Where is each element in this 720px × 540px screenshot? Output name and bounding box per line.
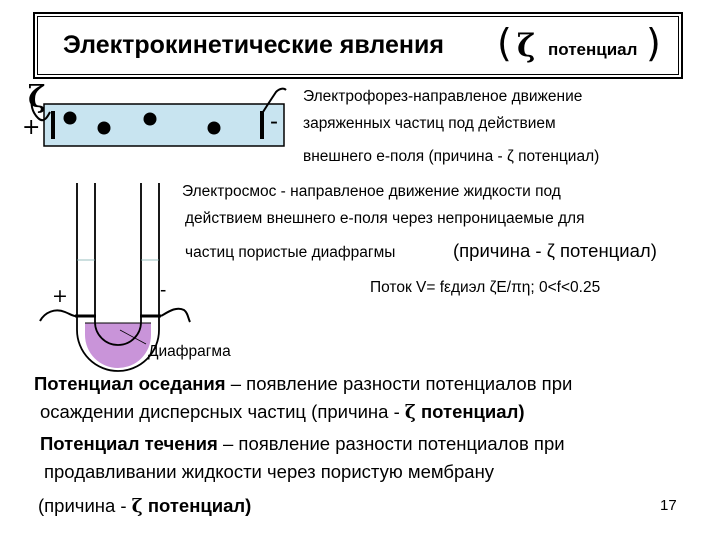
particle [97,121,111,135]
electrophoresis-cell [43,103,285,147]
u-tube-outer [76,183,160,372]
streaming-line2: продавливании жидкости через пористую ме… [44,461,495,482]
streaming-zeta: ζ [131,496,143,517]
flow-formula: Поток V= fεдиэл ζE/πη; 0<f<0.25 [370,279,601,296]
electrophoresis-line1: Электрофорез-направленое движение [303,88,583,105]
electroosmosis-line3a: частиц пористые диафрагмы [185,244,396,261]
sedimentation-definition: – появление разности потенциалов при [225,373,573,394]
streaming-cause: (причина - [38,495,132,516]
tube-right-wire [160,307,191,323]
slide-title: Электрокинетические явления [63,31,444,59]
electroosmosis-line3b: (причина - ζ потенциал) [453,240,657,261]
electrophoresis-line2: заряженных частиц под действием [303,115,556,132]
title-frame [33,12,683,79]
electroosmosis-line1: Электросмос - направленое движение жидко… [182,183,561,200]
sedimentation-potential: потенциал) [415,401,525,422]
minus-sign-top: - [270,108,278,135]
diagram-zeta-symbol: ζ [28,80,46,115]
u-tube-inner [94,183,142,346]
title-potential: потенциал [548,40,638,59]
title-paren-close: ) [646,21,661,65]
diaphragm-label: Диафрагма [148,343,231,360]
plus-sign-top: + [22,115,41,140]
minus-sign-bottom: - [160,280,167,301]
particle [207,121,221,135]
sedimentation-zeta: ζ [404,402,416,423]
streaming-definition: – появление разности потенциалов при [217,433,565,454]
slide-number: 17 [660,497,677,514]
streaming-potential: потенциал) [142,495,252,516]
streaming-line1: Потенциал течения – появление разности п… [40,433,565,455]
diaphragm-pointer [119,329,147,345]
right-wire [262,87,287,113]
sedimentation-cause: осаждении дисперсных частиц (причина - [40,401,405,422]
sedimentation-term: Потенциал оседания [34,373,226,394]
streaming-term: Потенциал течения [40,433,218,454]
tube-left-wire [39,309,76,322]
title-zeta-symbol: ζ [517,28,536,64]
sedimentation-line1: Потенциал оседания – появление разности … [34,373,572,395]
sedimentation-line2: осаждении дисперсных частиц (причина - ζ… [40,401,524,423]
particle [63,111,77,125]
electrophoresis-line3: внешнего е-поля (причина - ζ потенциал) [303,148,600,165]
title-paren-open: ( [497,21,512,65]
streaming-line3: (причина - ζ потенциал) [38,495,251,517]
plus-sign-bottom: + [52,285,68,307]
electroosmosis-line2: действием внешнего е-поля через непрониц… [185,210,585,227]
left-wire [30,95,51,122]
particle [143,112,157,126]
